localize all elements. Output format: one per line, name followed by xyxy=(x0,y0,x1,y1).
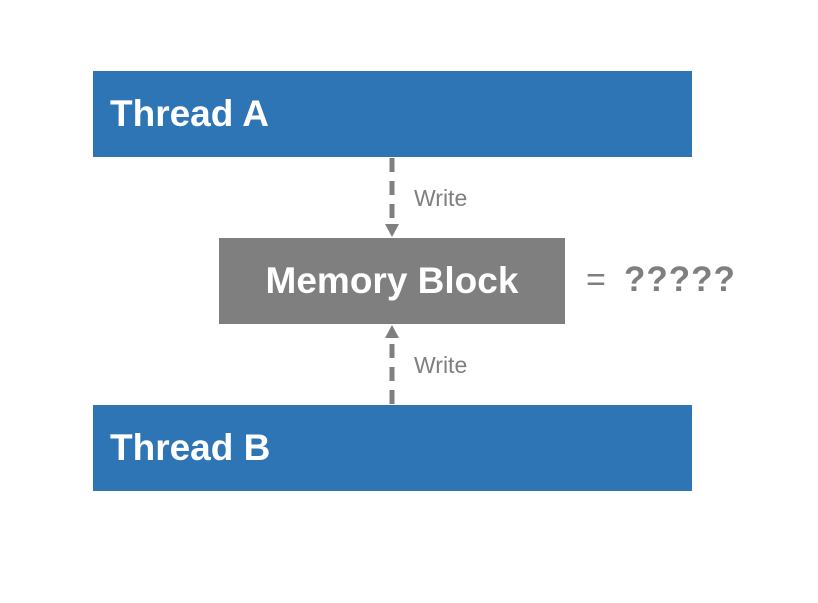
arrow-thread-a-to-memory xyxy=(385,158,399,237)
result-unknown: ????? xyxy=(624,260,736,299)
thread-b-box: Thread B xyxy=(93,405,692,491)
arrow-thread-b-to-memory xyxy=(385,325,399,404)
equals-sign: = xyxy=(586,261,606,299)
write-label-b: Write xyxy=(414,352,468,378)
memory-block-label: Memory Block xyxy=(265,260,519,301)
arrow-a-head xyxy=(385,224,399,237)
thread-a-label: Thread A xyxy=(110,93,269,134)
thread-a-box: Thread A xyxy=(93,71,692,157)
memory-block-box: Memory Block xyxy=(219,238,565,324)
arrow-b-head xyxy=(385,325,399,338)
write-label-a: Write xyxy=(414,185,468,211)
thread-b-label: Thread B xyxy=(110,427,271,468)
